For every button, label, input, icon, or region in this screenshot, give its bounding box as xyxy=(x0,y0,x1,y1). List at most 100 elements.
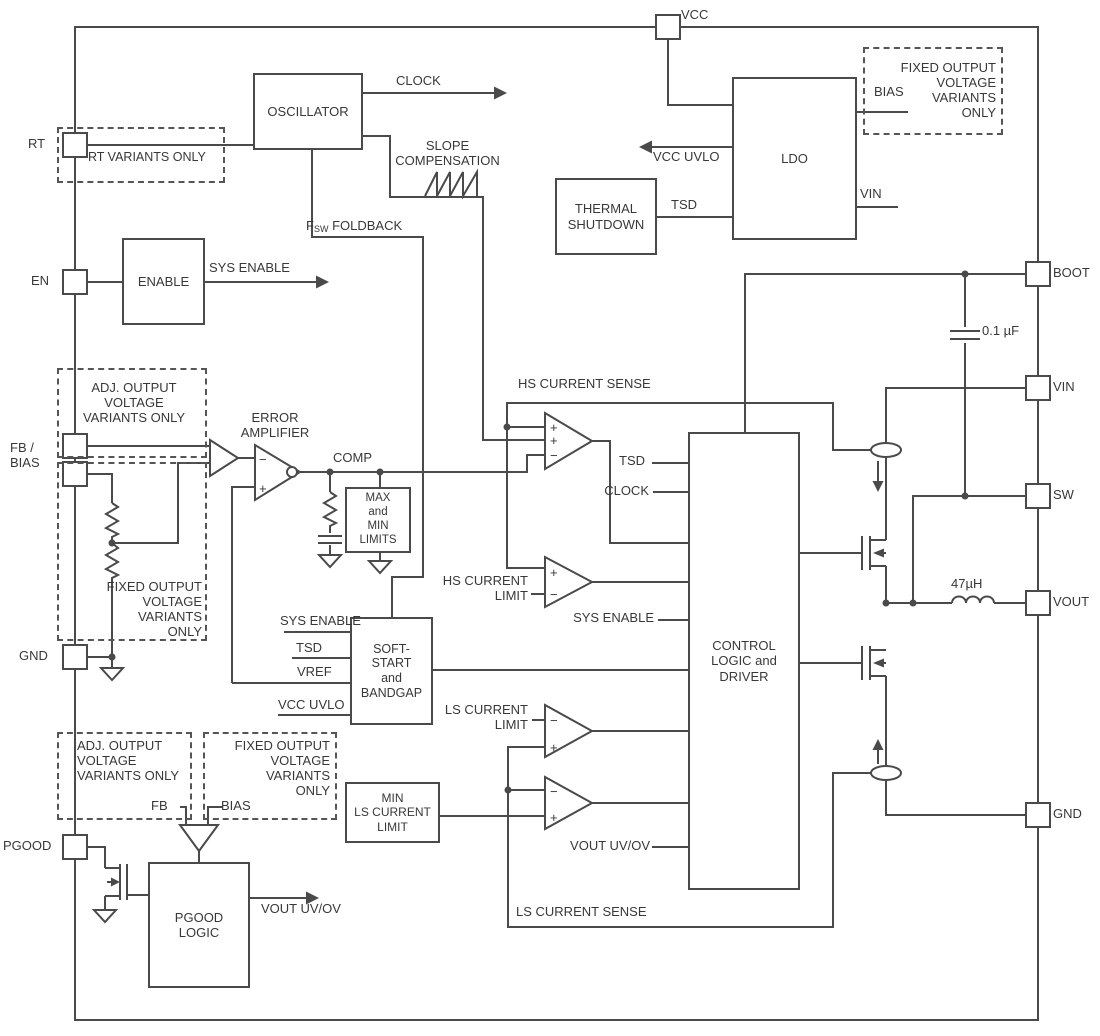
hs-current-limit-label: HS CURRENT LIMIT xyxy=(442,573,528,603)
comp-rc-network xyxy=(318,472,342,555)
gnd-right-pin xyxy=(1025,802,1051,828)
output-inductor-symbol xyxy=(886,595,1026,604)
minus-glyph: − xyxy=(550,784,558,799)
ground-symbol xyxy=(91,909,119,924)
pgood-logic-block: PGOOD LOGIC xyxy=(148,862,250,988)
min-ls-current-limit-label: MIN LS CURRENT LIMIT xyxy=(354,791,431,834)
ldo-label: LDO xyxy=(781,150,808,166)
sys-enable-ctrl-label: SYS ENABLE xyxy=(573,610,654,625)
fixed-output-bottom-box xyxy=(203,732,337,820)
fixed-output-top-right-note: FIXED OUTPUT VOLTAGE VARIANTS ONLY xyxy=(900,60,996,120)
control-logic-label: CONTROL LOGIC and DRIVER xyxy=(711,638,777,684)
vin-ldo-label: VIN xyxy=(860,186,882,201)
thermal-shutdown-block: THERMAL SHUTDOWN xyxy=(555,178,657,255)
pgood-logic-label: PGOOD LOGIC xyxy=(174,909,224,940)
hs-mosfet-symbol xyxy=(800,536,886,570)
vout-pin xyxy=(1025,590,1051,616)
vcc-uvlo-arrowhead xyxy=(639,140,652,154)
boot-capacitor-symbol xyxy=(950,274,980,496)
rt-variants-box xyxy=(57,127,225,183)
oscillator-block: OSCILLATOR xyxy=(253,73,363,150)
vcc-pin-label: VCC xyxy=(681,7,709,22)
slope-compensation-label: SLOPE COMPENSATION xyxy=(395,138,500,168)
enable-block: ENABLE xyxy=(122,238,205,325)
pwm-comparator xyxy=(544,411,594,471)
clock-ctrl-label: CLOCK xyxy=(604,483,649,498)
comp-label: COMP xyxy=(333,450,372,465)
pgood-pin-label: PGOOD xyxy=(3,838,52,853)
boot-capacitor-value-label: 0.1 µF xyxy=(982,323,1020,338)
bias-mux-label: BIAS xyxy=(221,798,251,813)
en-pin-label: EN xyxy=(31,273,50,288)
amplifier-symbols xyxy=(178,411,595,853)
hs-current-limit-comparator xyxy=(544,555,595,609)
sys-enable-ss-label: SYS ENABLE xyxy=(280,613,361,628)
vcc-pin xyxy=(655,14,681,40)
pgood-fet-body-arrowhead xyxy=(111,877,120,887)
vout-uvov-pgood-label: VOUT UV/OV xyxy=(261,901,341,916)
enable-label: ENABLE xyxy=(137,273,190,289)
oscillator-label: OSCILLATOR xyxy=(267,103,349,119)
hs-current-arrowhead xyxy=(872,481,884,492)
adj-output-bottom-box xyxy=(57,732,192,820)
ic-boundary xyxy=(74,26,1039,1021)
minus-glyph: − xyxy=(259,452,267,467)
ls-current-sense-label: LS CURRENT SENSE xyxy=(516,904,647,919)
minus-glyph: − xyxy=(550,713,558,728)
fixed-output-left-box xyxy=(57,462,207,641)
error-amplifier-title: ERROR AMPLIFIER xyxy=(240,410,310,440)
ls-fet-body-arrowhead xyxy=(873,658,884,668)
vout-pin-label: VOUT xyxy=(1053,594,1090,609)
junction-dots xyxy=(108,270,969,794)
pgood-mosfet-symbol xyxy=(87,846,148,910)
plus-glyph: + xyxy=(550,810,558,825)
wires xyxy=(74,26,1039,1021)
hs-fet-body-arrowhead xyxy=(873,548,884,558)
plus-glyph: + xyxy=(550,433,558,448)
plus-glyph: + xyxy=(550,420,558,435)
control-logic-block: CONTROL LOGIC and DRIVER xyxy=(688,432,800,890)
ldo-block: LDO xyxy=(732,77,857,240)
pgood-fb-bias-mux xyxy=(178,824,220,853)
en-pin xyxy=(62,269,88,295)
minus-glyph: − xyxy=(550,448,558,463)
ground-symbol xyxy=(316,554,344,569)
plus-glyph: + xyxy=(259,481,267,496)
vin-pin xyxy=(1025,375,1051,401)
sawtooth-waveform xyxy=(424,168,478,200)
fsw-base: F xyxy=(306,218,314,233)
tsd-ctrl-label: TSD xyxy=(619,453,645,468)
vref-label: VREF xyxy=(297,664,332,679)
fixed-output-left-note: FIXED OUTPUT VOLTAGE VARIANTS ONLY xyxy=(106,579,202,639)
ground-symbol xyxy=(98,667,126,682)
vcc-uvlo-ss-label: VCC UVLO xyxy=(278,697,345,712)
fb-buffer-triangle xyxy=(209,438,240,478)
comparator-input-glyphs: + + − + − − + − + − + xyxy=(259,420,558,825)
pgood-pin xyxy=(62,834,88,860)
ls-current-limit-label: LS CURRENT LIMIT xyxy=(444,702,528,732)
clock-signal-label: CLOCK xyxy=(396,73,441,88)
adj-output-top-note: ADJ. OUTPUT VOLTAGE VARIANTS ONLY xyxy=(82,380,186,425)
hs-current-sense-element xyxy=(870,442,902,458)
tsd-ldo-label: TSD xyxy=(671,197,697,212)
vout-uvov-ctrl-label: VOUT UV/OV xyxy=(570,838,650,853)
sw-pin-label: SW xyxy=(1053,487,1074,502)
fb-pin xyxy=(62,433,88,459)
gnd-right-pin-label: GND xyxy=(1053,806,1082,821)
vcc-uvlo-label: VCC UVLO xyxy=(653,149,720,164)
sys-enable-arrowhead xyxy=(316,275,329,289)
error-amplifier-gm-bubble xyxy=(286,466,298,478)
pin-squares xyxy=(62,14,1051,860)
gnd-left-pin-label: GND xyxy=(19,648,48,663)
ls-mosfet-symbol xyxy=(800,646,886,680)
error-amplifier-triangle xyxy=(254,443,302,502)
clock-arrowhead xyxy=(494,86,507,100)
ls-current-sense-element xyxy=(870,765,902,781)
boot-pin xyxy=(1025,261,1051,287)
hs-current-sense-label: HS CURRENT SENSE xyxy=(518,376,651,391)
vout-uvov-arrowhead xyxy=(306,891,319,905)
fb-bias-pin-label: FB / BIAS xyxy=(10,440,40,470)
rt-variants-note: RT VARIANTS ONLY xyxy=(88,150,206,164)
